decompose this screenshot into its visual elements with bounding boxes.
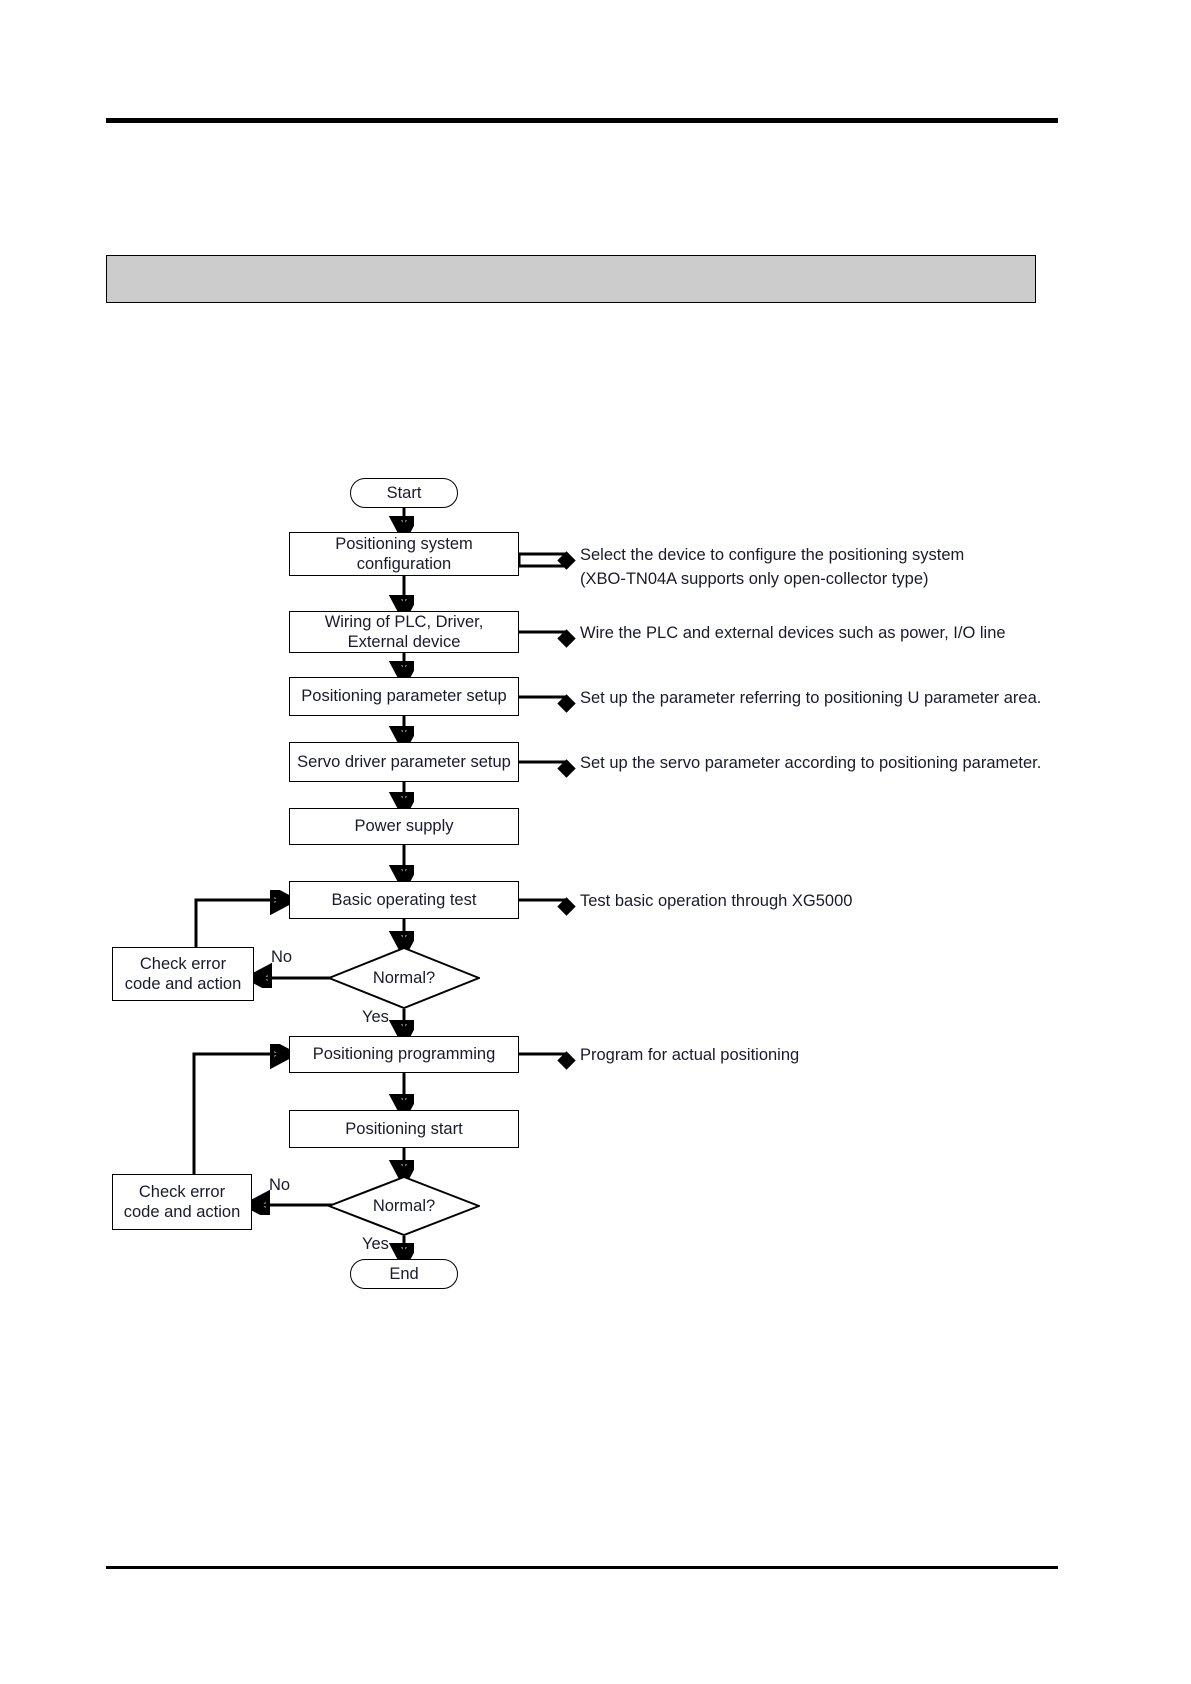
node-check-error-code-and-action-2[interactable]: Check error code and action (112, 1174, 252, 1230)
node-positioning-start[interactable]: Positioning start (289, 1110, 519, 1148)
node-wiring-plc-driver-external-device[interactable]: Wiring of PLC, Driver, External device (289, 611, 519, 653)
node-start[interactable]: Start (350, 478, 458, 508)
diamond-outline-icon (328, 1176, 480, 1236)
node-servo-driver-parameter-setup[interactable]: Servo driver parameter setup (289, 742, 519, 782)
node-positioning-parameter-setup[interactable]: Positioning parameter setup (289, 677, 519, 716)
node-power-supply[interactable]: Power supply (289, 808, 519, 845)
annotation-wiring: Wire the PLC and external devices such a… (580, 624, 1006, 642)
footer-rule (106, 1566, 1058, 1569)
annotation-positioning-programming: Program for actual positioning (580, 1046, 800, 1064)
header-rule (106, 118, 1058, 123)
node-decision-normal-2[interactable]: Normal? (328, 1176, 480, 1236)
edge-label-yes-2: Yes (362, 1235, 389, 1253)
annotation-bullet-diamond-icon-1 (557, 551, 576, 570)
node-decision-normal-1[interactable]: Normal? (328, 947, 480, 1009)
diamond-outline-icon (328, 947, 480, 1009)
edge-label-no-1: No (271, 948, 293, 966)
annotation-bullet-diamond-icon-3 (557, 694, 576, 713)
annotation-bullet-diamond-icon-2 (557, 629, 576, 648)
node-end[interactable]: End (350, 1259, 458, 1289)
edge-label-yes-1: Yes (362, 1008, 389, 1026)
annotation-bullet-diamond-icon-4 (557, 759, 576, 778)
node-decision-normal-2-label: Normal? (372, 1196, 436, 1215)
annotation-positioning-parameter-setup: Set up the parameter referring to positi… (580, 689, 1042, 707)
node-decision-normal-1-label: Normal? (372, 968, 436, 987)
section-heading-band (106, 255, 1036, 303)
node-check-error-code-and-action-1[interactable]: Check error code and action (112, 947, 254, 1001)
annotation-basic-operating-test: Test basic operation through XG5000 (580, 892, 853, 910)
annotation-servo-driver-parameter-setup: Set up the servo parameter according to … (580, 754, 1042, 772)
node-positioning-programming[interactable]: Positioning programming (289, 1036, 519, 1073)
annotation-bullet-diamond-icon-6 (557, 1051, 576, 1070)
annotation-positioning-system-configuration: Select the device to configure the posit… (580, 546, 965, 588)
node-positioning-system-configuration[interactable]: Positioning system configuration (289, 532, 519, 576)
edge-label-no-2: No (269, 1176, 291, 1194)
node-basic-operating-test[interactable]: Basic operating test (289, 881, 519, 919)
annotation-bullet-diamond-icon-5 (557, 897, 576, 916)
